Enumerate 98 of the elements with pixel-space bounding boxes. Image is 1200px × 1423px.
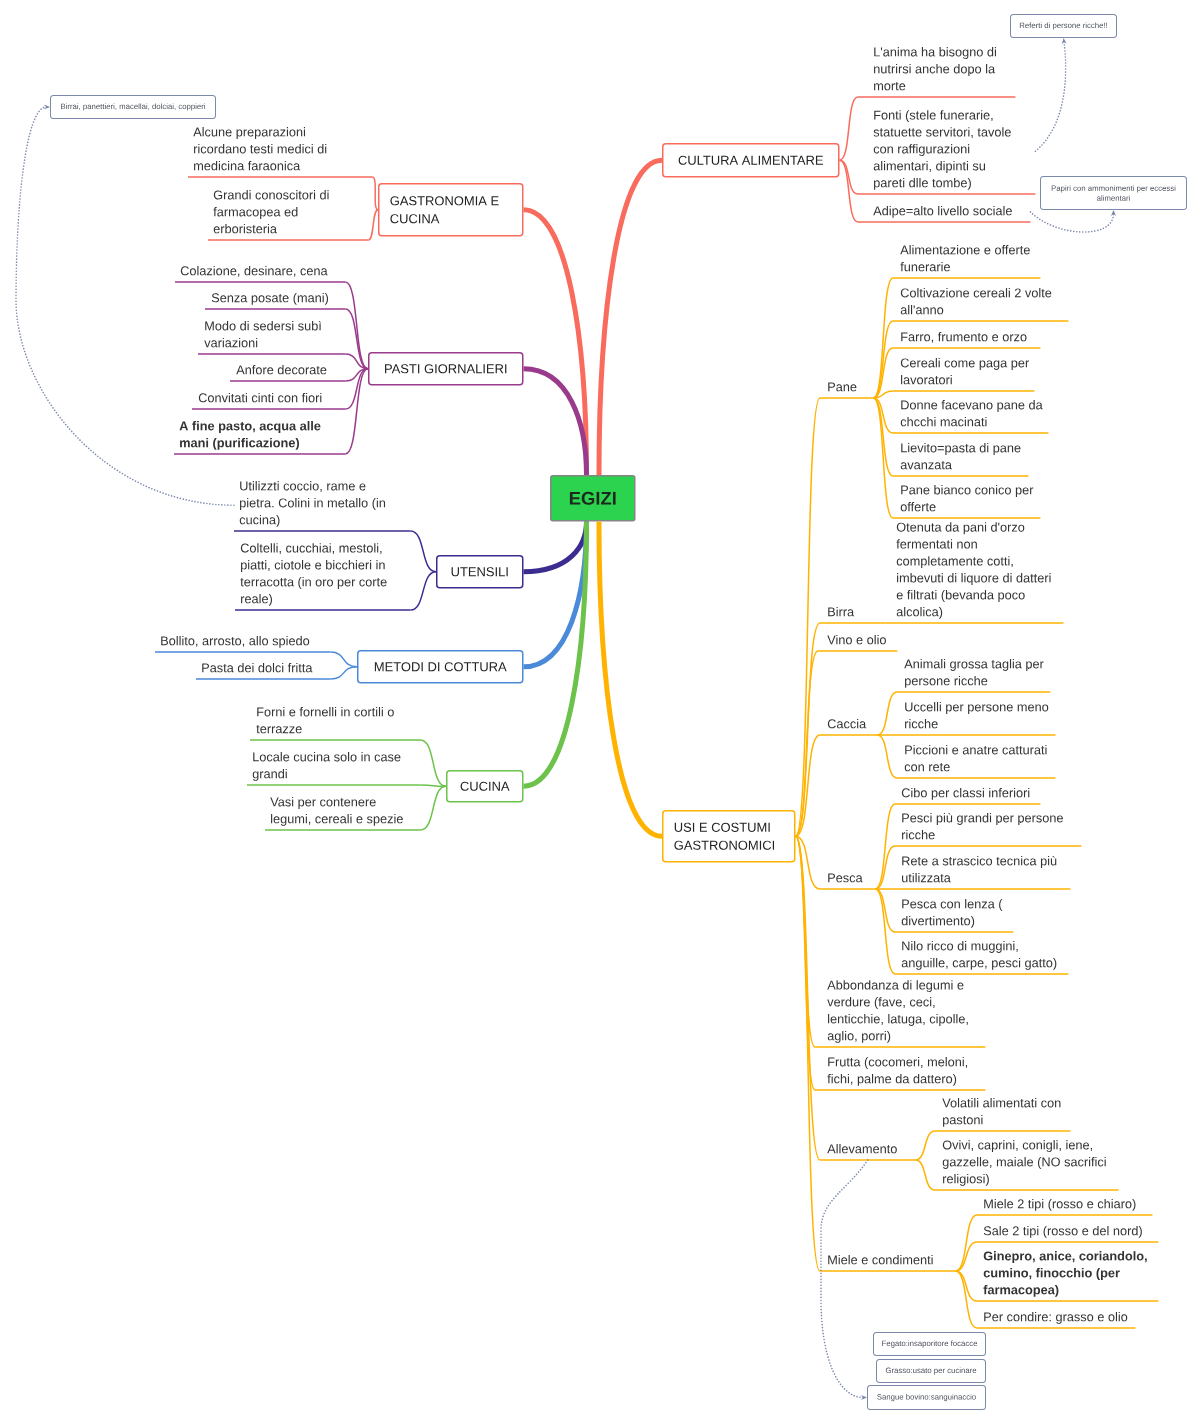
underlined-topic: Volatili alimentati con pastoni (934, 1098, 1072, 1132)
topic-box: CUCINA (446, 770, 524, 803)
underlined-topic: Coltivazione cereali 2 volte all'anno (892, 288, 1070, 322)
branch-line (344, 308, 369, 370)
underlined-topic: L'anima ha bisogno di nutrirsi anche dopo la morte (857, 47, 1017, 98)
branch-line (794, 734, 821, 837)
underlined-topic: Animali grossa taglia per persone ricche (896, 659, 1052, 693)
underlined-topic: Otenuta da pani d'orzo fermentati non completamente cotti, imbevuti di liquore di datteri e filtrati (bevanda poco alcolica) (889, 522, 1065, 624)
underlined-topic: Pasta dei dolci fritta (195, 663, 332, 680)
underlined-topic: Pesca con lenza ( divertimento) (894, 899, 1015, 933)
underlined-topic: Birra (819, 607, 887, 624)
underlined-topic: Vasi per contenere legumi, cereali e spezie (264, 797, 422, 831)
branch-line (329, 666, 358, 680)
underlined-topic: Coltelli, cucchiai, mestoli, piatti, ciotole e bicchieri in terracotta (in oro per corte reale) (234, 543, 412, 611)
topic-box: GASTRONOMIA E CUCINA (378, 183, 524, 237)
branch-line (872, 347, 894, 399)
branch-line (419, 784, 447, 787)
underlined-topic: Sale 2 tipi (rosso e del nord) (976, 1226, 1160, 1243)
topic-box: CULTURA ALIMENTARE (662, 143, 840, 178)
underlined-topic: Pane (819, 382, 875, 399)
underlined-topic: Alimentazione e offerte funerarie (892, 245, 1042, 279)
branch-line (874, 888, 896, 975)
branch-line (874, 888, 896, 890)
underlined-topic: Colazione, desinare, cena (174, 266, 347, 283)
underlined-topic: Miele 2 tipi (rosso e chiaro) (976, 1199, 1154, 1216)
branch-line (914, 1159, 936, 1191)
underlined-topic: Allevamento (819, 1144, 917, 1161)
underlined-topic: Per condire: grasso e olio (976, 1312, 1137, 1329)
underlined-topic: Abbondanza di legumi e verdure (fave, ceci, lenticchie, latuga, cipolle, aglio, porri) (814, 980, 987, 1048)
branch-line (344, 281, 369, 370)
underlined-topic: Pesca (819, 873, 877, 890)
underlined-topic: Piccioni e anatre catturati con rete (896, 745, 1057, 779)
branch-line (409, 530, 437, 573)
underlined-topic: Modo di sedersi subì variazioni (197, 320, 347, 355)
branch-line (367, 209, 379, 241)
underlined-topic: Anfore decorate (229, 365, 347, 382)
dotted-arrow (15, 104, 235, 506)
underlined-topic: Frutta (cocomeri, meloni, fichi, palme da dattero) (814, 1057, 987, 1091)
central-topic-box: EGIZI (550, 475, 636, 522)
underlined-topic: Lievito=pasta di pane avanzata (892, 443, 1030, 477)
branch-line (522, 521, 589, 789)
underlined-topic: Cibo per classi inferiori (894, 788, 1042, 805)
topic-box: METODI DI COTTURA (357, 650, 524, 684)
branch-line (344, 368, 369, 455)
branch-line (872, 277, 894, 399)
dotted-arrow (1034, 38, 1067, 153)
topic-box: UTENSILI (436, 555, 524, 589)
underlined-topic: Grandi conoscitori di farmacopea ed erboristeria (207, 190, 370, 241)
topic-box: PASTI GIORNALIERI (368, 352, 524, 386)
branch-line (914, 1130, 936, 1161)
branch-line (794, 835, 821, 1272)
underlined-topic: Pane bianco conico per offerte (892, 485, 1042, 519)
branch-line (794, 835, 821, 890)
underlined-topic: Fonti (stele funerarie, statuette servitori, tavole con raffigurazioni alimentari, dipinti su pareti dlle tombe) (857, 110, 1037, 195)
branch-line (838, 96, 859, 161)
underlined-topic: Locale cucina solo in case grandi (246, 752, 422, 786)
underlined-topic: Alcune preparazioni ricordano testi medici di medicina faraonica (187, 127, 374, 178)
underlined-topic: Pesci più grandi per persone ricche (894, 812, 1083, 847)
underlined-topic: Vino e olio (817, 635, 899, 652)
underlined-topic: Utilizzti coccio, rame e pietra. Colini in metallo (in cucina) (233, 481, 412, 532)
branch-line (794, 650, 819, 837)
underlined-topic: Convitati cinti con fiori (191, 393, 347, 410)
underlined-topic: Caccia (819, 719, 879, 736)
topic-box: USI E COSTUMI GASTRONOMICI (662, 810, 796, 863)
underlined-topic: Uccelli per persone meno ricche (896, 702, 1057, 736)
branch-line (874, 803, 896, 890)
branch-line (419, 785, 447, 831)
branch-line (872, 397, 894, 434)
underlined-topic: Miele e condimenti (819, 1255, 957, 1272)
underlined-topic: Donne facevano pane da chcchi macinati (892, 400, 1050, 434)
underlined-topic: Forni e fornelli in cortili o terrazze (249, 707, 422, 741)
branch-line (872, 397, 894, 519)
branch-line (344, 368, 369, 410)
branch-line (838, 159, 859, 223)
underlined-topic: Ovivi, caprini, conigli, iene, gazzelle, maiale (NO sacrifici religiosi) (934, 1140, 1120, 1191)
branch-line (596, 157, 663, 476)
underlined-topic: Farro, frumento e orzo (892, 332, 1042, 349)
branch-line (409, 571, 437, 611)
branch-line (954, 1270, 978, 1329)
underlined-topic: A fine pasto, acqua alle mani (purificazione) (173, 421, 347, 455)
underlined-topic: Senza posate (mani) (204, 293, 347, 310)
branch-line (884, 622, 891, 624)
branch-line (954, 1214, 978, 1272)
underlined-topic: Ginepro, anice, coriandolo, cumino, finocchio (per farmacopea) (976, 1251, 1160, 1302)
branch-line (523, 366, 589, 476)
branch-line (876, 734, 898, 779)
underlined-topic: Bollito, arrosto, allo spiedo (154, 636, 332, 653)
branch-line (596, 521, 663, 839)
underlined-topic: Nilo ricco di muggini, anguille, carpe, pesci gatto) (894, 941, 1070, 975)
branch-line (876, 734, 898, 736)
branch-line (794, 835, 821, 1161)
underlined-topic: Cereali come paga per lavoratori (892, 358, 1036, 392)
branch-line (954, 1241, 978, 1272)
underlined-topic: Adipe=alto livello sociale (857, 206, 1032, 223)
branch-line (794, 397, 821, 837)
branch-line (874, 888, 896, 933)
underlined-topic: Rete a strascico tecnica più utilizzata (894, 855, 1072, 890)
branch-line (371, 176, 379, 211)
